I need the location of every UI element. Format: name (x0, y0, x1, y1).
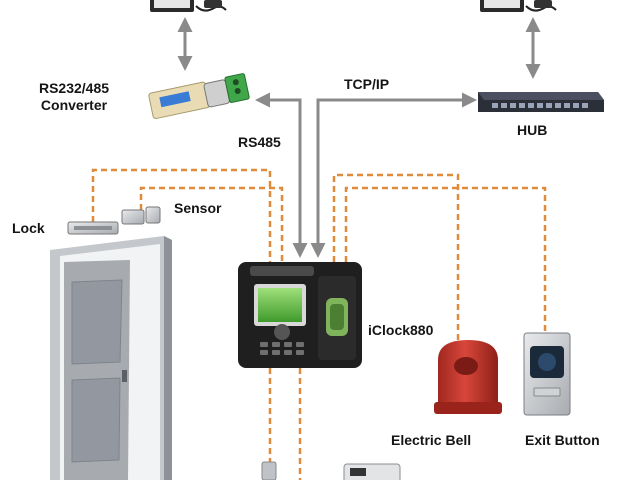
rs485-arrow (255, 92, 308, 258)
tcpip-arrow (310, 92, 477, 258)
iclock880-device-icon (238, 262, 362, 368)
connection-arrows (177, 17, 541, 258)
sensor-icon (121, 206, 161, 225)
converter-label: RS232/485 Converter (18, 80, 130, 114)
usb-icon (261, 461, 277, 480)
lock-wire (91, 168, 272, 262)
converter-icon (148, 73, 250, 120)
electric-bell-label: Electric Bell (391, 432, 472, 448)
hub-label: HUB (517, 122, 548, 138)
exit-button-icon (523, 332, 571, 416)
rs485-label: RS485 (238, 134, 281, 150)
computer-left-icon (150, 0, 227, 12)
power-supply-icon (343, 463, 401, 480)
converter-label-line2: Converter (40, 97, 108, 113)
hub-icon (478, 92, 604, 112)
lock-icon (67, 221, 119, 235)
sensor-wire (139, 186, 284, 262)
computer-right-icon (480, 0, 557, 12)
sensor-label: Sensor (174, 200, 222, 216)
electric-bell-icon (434, 340, 502, 414)
lock-label: Lock (12, 220, 45, 236)
dashed-wiring (91, 168, 547, 480)
bell-wire (332, 173, 460, 340)
exit-button-label: Exit Button (525, 432, 600, 448)
exit-button-wire (344, 186, 547, 333)
device-label: iClock880 (368, 322, 434, 338)
door-icon (50, 236, 172, 480)
tcpip-label: TCP/IP (344, 76, 390, 92)
converter-label-line1: RS232/485 (38, 80, 110, 96)
